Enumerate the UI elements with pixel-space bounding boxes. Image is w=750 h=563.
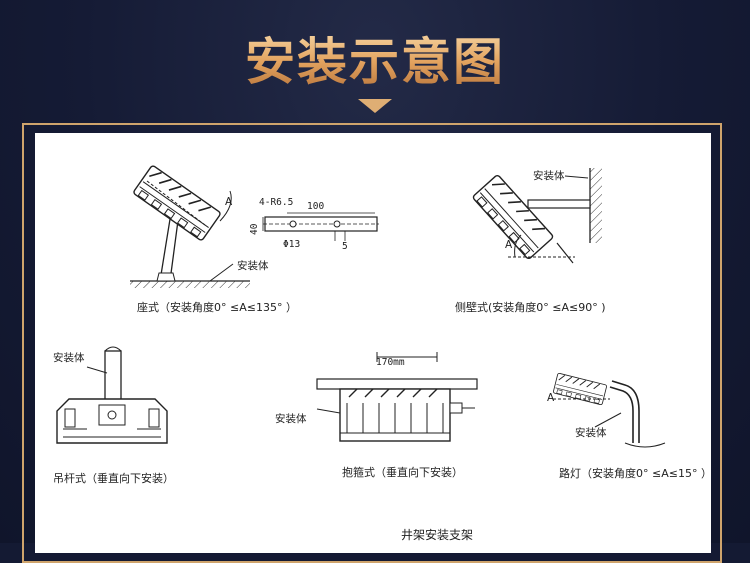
body-label: 安装体 xyxy=(275,412,307,425)
diagram-floor-mount: A 安装体 4-R6.5 100 40 Φ13 5 座式（安装角度0° ≤A≤1… xyxy=(130,164,379,314)
caption-wall-mount: 侧壁式(安装角度0° ≤A≤90° ) xyxy=(455,300,606,314)
caption-floor-mount: 座式（安装角度0° ≤A≤135° ） xyxy=(137,300,297,314)
chevron-down-icon xyxy=(358,99,392,113)
caption-derrick-bracket: 井架安装支架 xyxy=(401,527,473,542)
diagram-clamp-mount: 170mm 安装体 抱箍式（垂直向下安装） xyxy=(275,352,478,479)
body-label: 安装体 xyxy=(533,169,565,182)
bracket-dimension-drawing: 4-R6.5 100 40 Φ13 5 xyxy=(249,197,379,252)
installation-diagrams: A 安装体 4-R6.5 100 40 Φ13 5 座式（安装角度0° ≤A≤1… xyxy=(53,164,711,542)
page-title: 安装示意图 xyxy=(0,22,750,94)
angle-label: A xyxy=(225,196,233,208)
body-label: 安装体 xyxy=(53,351,85,364)
angle-label: A xyxy=(547,392,555,404)
diameter-dimension: Φ13 xyxy=(283,239,300,250)
body-label: 安装体 xyxy=(237,259,269,272)
caption-street-light: 路灯（安装角度0° ≤A≤15° ） xyxy=(559,466,711,480)
diagram-pendant-mount: 安装体 吊杆式（垂直向下安装） xyxy=(53,346,174,485)
hole-dimension: 4-R6.5 xyxy=(259,197,293,208)
angle-label: A xyxy=(505,239,513,251)
caption-pendant-mount: 吊杆式（垂直向下安装） xyxy=(53,471,174,485)
caption-clamp-mount: 抱箍式（垂直向下安装） xyxy=(342,465,463,479)
diagram-street-light: A 安装体 路灯（安装角度0° ≤A≤15° ） xyxy=(547,372,711,480)
length-dimension: 100 xyxy=(307,201,324,212)
height-dimension: 40 xyxy=(249,223,260,235)
width-dimension: 170mm xyxy=(376,357,405,368)
body-label: 安装体 xyxy=(575,426,607,439)
diagram-panel: A 安装体 4-R6.5 100 40 Φ13 5 座式（安装角度0° ≤A≤1… xyxy=(35,133,711,553)
offset-dimension: 5 xyxy=(342,241,348,252)
diagram-wall-mount: A 安装体 侧壁式(安装角度0° ≤A≤90° ) xyxy=(455,168,606,314)
